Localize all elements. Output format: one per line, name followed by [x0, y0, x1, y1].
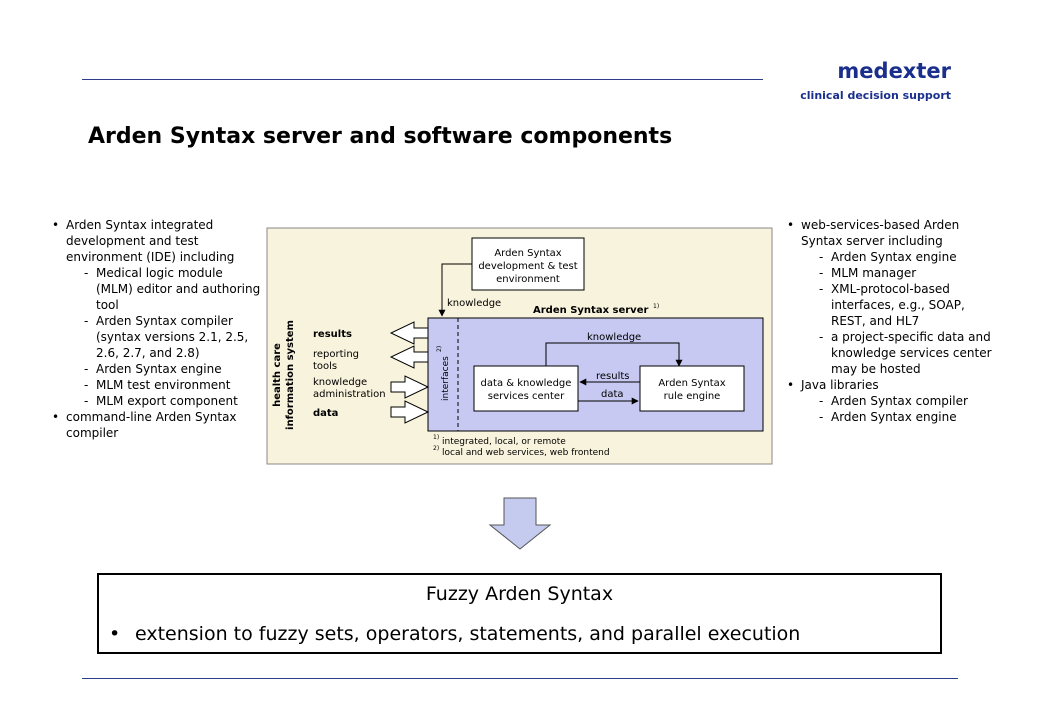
- data-knowledge-box: [473, 365, 579, 412]
- list-subitem: Arden Syntax engine: [801, 249, 992, 265]
- fuzzy-item-text: extension to fuzzy sets, operators, stat…: [135, 623, 801, 645]
- rule-engine-label: Arden Syntax: [658, 378, 725, 389]
- knowledge-outer-label: knowledge: [447, 298, 501, 309]
- row-data-label: data: [313, 408, 338, 419]
- data-label: data: [601, 389, 624, 400]
- architecture-diagram: Arden Syntax development & test environm…: [266, 227, 773, 465]
- list-item: Arden Syntax integrated development and …: [52, 217, 262, 409]
- rule-engine-label: rule engine: [664, 391, 721, 402]
- down-arrow-icon: [488, 497, 552, 550]
- reporting-block-arrow: [389, 345, 429, 369]
- list-subitem: MLM export component: [66, 393, 262, 409]
- right-feature-list: web-services-based Arden Syntax server i…: [787, 217, 992, 425]
- row-knowledge-label: administration: [313, 389, 386, 400]
- server-label-footnote: 1): [653, 303, 659, 310]
- ide-box-label: Arden Syntax: [494, 248, 561, 259]
- ide-box: [471, 237, 585, 291]
- ide-box-label: environment: [496, 274, 560, 285]
- results-label: results: [596, 371, 630, 382]
- inner-knowledge-arrow: [545, 342, 683, 371]
- his-label: information system: [285, 320, 296, 430]
- list-subitem: a project-specific data and knowledge se…: [801, 329, 992, 377]
- data-knowledge-label: data & knowledge: [481, 378, 572, 389]
- page-title: Arden Syntax server and software compone…: [88, 124, 673, 149]
- bullet-icon: •: [109, 623, 121, 645]
- his-label: health care: [272, 343, 283, 407]
- brand-name: medexter: [837, 59, 951, 83]
- fuzzy-title: Fuzzy Arden Syntax: [425, 583, 614, 605]
- ide-box-label: development & test: [478, 261, 577, 272]
- list-subitem: Arden Syntax engine: [801, 409, 992, 425]
- row-knowledge-label: knowledge: [313, 377, 367, 388]
- footer-rule: [82, 678, 958, 679]
- left-feature-list: Arden Syntax integrated development and …: [52, 217, 262, 441]
- knowledge-flow-arrow: [438, 263, 472, 317]
- fuzzy-item: • extension to fuzzy sets, operators, sta…: [109, 623, 800, 645]
- row-reporting-label: tools: [313, 361, 337, 372]
- footnote-mark: 1): [433, 434, 439, 441]
- data-knowledge-label: services center: [488, 391, 565, 402]
- list-item: web-services-based Arden Syntax server i…: [787, 217, 992, 377]
- list-subitem: Arden Syntax compiler (syntax versions 2…: [66, 313, 262, 361]
- row-results-label: results: [313, 329, 352, 340]
- list-subitem: Medical logic module (MLM) editor and au…: [66, 265, 262, 313]
- footnote-text: integrated, local, or remote: [442, 437, 566, 447]
- inner-knowledge-label: knowledge: [587, 332, 641, 343]
- header-rule: [82, 79, 763, 80]
- footnote-text: local and web services, web frontend: [442, 448, 610, 458]
- data-block-arrow: [390, 400, 430, 424]
- list-subitem: MLM test environment: [66, 377, 262, 393]
- fuzzy-arden-box: Fuzzy Arden Syntax • extension to fuzzy s…: [97, 573, 942, 654]
- footnote-mark: 2): [433, 445, 439, 452]
- list-subitem: Arden Syntax compiler: [801, 393, 992, 409]
- knowledge-block-arrow: [390, 375, 430, 399]
- server-label: Arden Syntax server: [533, 305, 648, 316]
- list-subitem: MLM manager: [801, 265, 992, 281]
- rule-engine-box: [639, 365, 745, 412]
- results-block-arrow: [389, 321, 429, 345]
- list-item: command-line Arden Syntax compiler: [52, 409, 262, 441]
- row-reporting-label: reporting: [313, 349, 359, 360]
- list-item: Java libraries Arden Syntax compiler Ard…: [787, 377, 992, 425]
- interfaces-footnote: 2): [436, 346, 443, 352]
- interfaces-label: interfaces: [441, 356, 451, 401]
- brand-tagline: clinical decision support: [800, 89, 951, 102]
- list-subitem: Arden Syntax engine: [66, 361, 262, 377]
- list-subitem: XML-protocol-based interfaces, e.g., SOA…: [801, 281, 992, 329]
